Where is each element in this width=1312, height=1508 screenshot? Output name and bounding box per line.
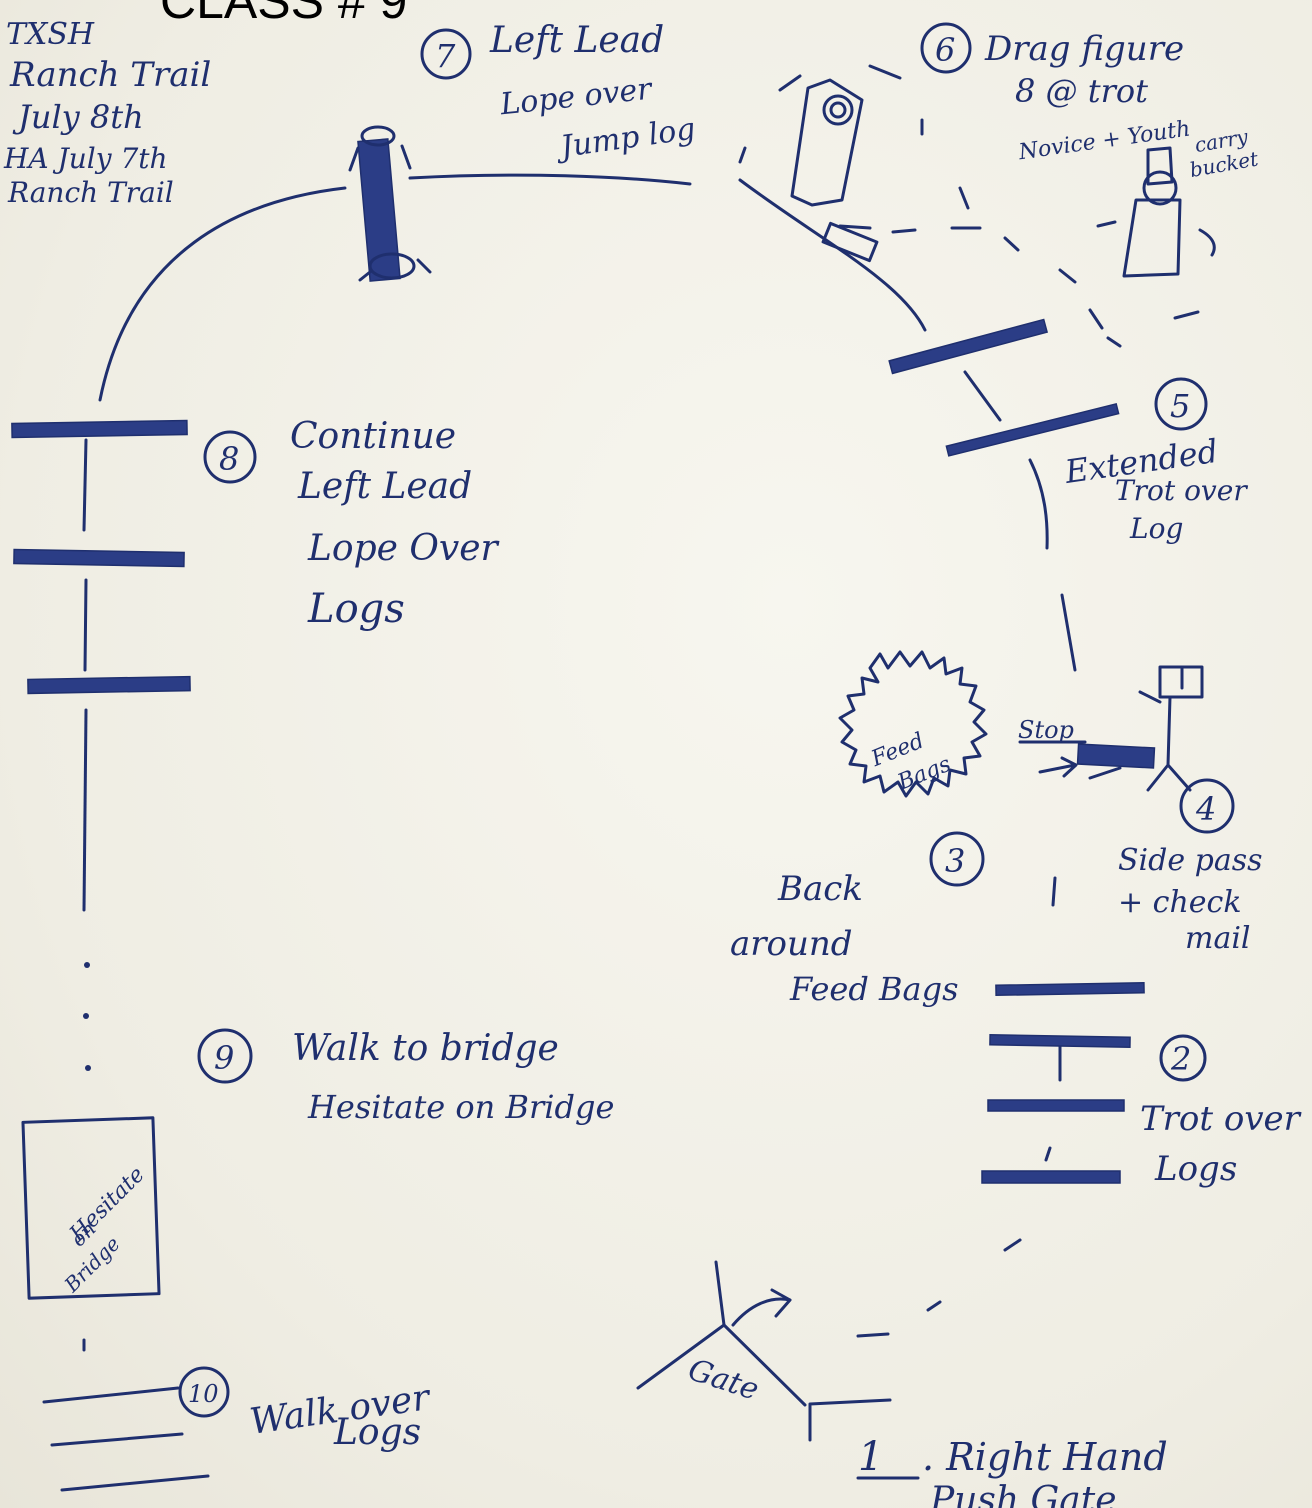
obstacle-6-drag: 6 Drag figure 8 @ trot Novice + Youth ca… bbox=[740, 24, 1261, 346]
obstacle-4-line2: + check bbox=[1118, 885, 1242, 920]
obstacle-2-trot-logs: 2 Trot over Logs bbox=[982, 983, 1302, 1189]
log-2a bbox=[996, 983, 1144, 996]
obstacle-7-jump-log: 7 Left Lead Lope over Jump log bbox=[350, 20, 698, 281]
obstacle-4-number: 4 bbox=[1195, 790, 1216, 828]
gate-post bbox=[716, 1262, 724, 1325]
stop-label: Stop bbox=[1018, 716, 1074, 744]
obstacle-6-line3: Novice + Youth bbox=[1016, 116, 1192, 165]
obstacle-9-number: 9 bbox=[214, 1039, 234, 1077]
path-seg-8c bbox=[84, 710, 86, 910]
bucket-stand bbox=[1124, 200, 1180, 276]
path-dot-3 bbox=[85, 1065, 91, 1071]
show-info-line5: Ranch Trail bbox=[7, 176, 174, 209]
obstacle-8-line4: Logs bbox=[307, 586, 405, 632]
path-arc-left bbox=[100, 188, 345, 400]
obstacle-1-gate: Gate 1 . Right Hand Push Gate bbox=[638, 1262, 1168, 1508]
gate-arrowhead bbox=[772, 1290, 790, 1316]
path-seg-4 bbox=[1062, 595, 1075, 670]
jump-log bbox=[358, 139, 400, 281]
obstacle-6-line1: Drag figure bbox=[984, 29, 1184, 69]
log-2b bbox=[990, 1035, 1130, 1047]
obstacle-8-line1: Continue bbox=[290, 416, 456, 457]
obstacle-1-number: 1 bbox=[858, 1434, 883, 1480]
obstacle-7-line1: Left Lead bbox=[489, 20, 664, 61]
obstacle-4-sidepass-mail: 4 Side pass + check mail bbox=[1078, 667, 1263, 956]
obstacle-3-line3: Feed Bags bbox=[789, 970, 958, 1008]
path-dot-2 bbox=[83, 1013, 89, 1019]
show-info-line2: Ranch Trail bbox=[9, 55, 211, 95]
obstacle-7-line2: Lope over bbox=[498, 72, 655, 123]
obstacle-8-line2: Left Lead bbox=[297, 466, 472, 507]
page-title: CLASS # 9 bbox=[160, 0, 407, 29]
obstacle-10-walk-logs: 10 Walk over Logs bbox=[44, 1368, 434, 1490]
obstacle-1-line2: Push Gate bbox=[929, 1480, 1117, 1508]
path-seg-3 bbox=[1053, 878, 1055, 905]
obstacle-3-feed-bags: Feed Bags Stop 3 Back around Feed Bags bbox=[730, 652, 1120, 1008]
path-dash-3 bbox=[858, 1334, 888, 1336]
obstacle-5-number: 5 bbox=[1170, 387, 1190, 425]
obstacle-5-line2: Trot over bbox=[1115, 474, 1248, 507]
obstacle-2-line2: Logs bbox=[1154, 1149, 1237, 1189]
obstacle-3-line1: Back bbox=[777, 869, 863, 909]
show-info-line4: HA July 7th bbox=[3, 142, 168, 175]
obstacle-8-number: 8 bbox=[219, 440, 239, 478]
back-arrow-2 bbox=[1090, 768, 1120, 778]
obstacle-7-number: 7 bbox=[435, 37, 456, 75]
obstacle-10-number: 10 bbox=[188, 1380, 219, 1408]
obstacle-10-line2: Logs bbox=[333, 1412, 421, 1453]
path-dash-2 bbox=[928, 1302, 940, 1310]
drag-object bbox=[792, 80, 862, 205]
drag-object-coil-inner bbox=[831, 103, 845, 117]
obstacle-6-line2: 8 @ trot bbox=[1015, 72, 1148, 110]
obstacle-1-line1: . Right Hand bbox=[922, 1435, 1168, 1479]
obstacle-4-line3: mail bbox=[1185, 921, 1251, 956]
log-2c bbox=[988, 1100, 1124, 1111]
sidepass-log bbox=[1078, 744, 1155, 768]
obstacle-9-line1: Walk to bridge bbox=[292, 1028, 559, 1069]
obstacle-5-line3: Log bbox=[1129, 512, 1183, 545]
bucket-top bbox=[1148, 148, 1172, 184]
path-seg-8a bbox=[84, 440, 86, 530]
obstacle-3-number: 3 bbox=[945, 842, 965, 880]
obstacle-5-extended-trot: 5 Extended Trot over Log bbox=[889, 319, 1248, 545]
show-info-line1: TXSH bbox=[6, 17, 95, 52]
log-8c bbox=[28, 677, 190, 694]
path-arc-top bbox=[410, 175, 690, 184]
log-10b bbox=[52, 1434, 182, 1445]
obstacle-6-number: 6 bbox=[935, 31, 955, 69]
log-10c bbox=[62, 1476, 208, 1490]
path-seg-5a bbox=[965, 372, 1000, 420]
log-10a bbox=[44, 1388, 178, 1402]
back-arrow-1 bbox=[1040, 758, 1076, 776]
gate-label: Gate bbox=[684, 1352, 763, 1407]
path-seg-5b bbox=[1030, 460, 1047, 548]
log-5a bbox=[889, 319, 1047, 373]
path-seg-8b bbox=[85, 580, 86, 670]
obstacle-2-line1: Trot over bbox=[1140, 1099, 1302, 1139]
path-dot-1 bbox=[84, 962, 90, 968]
obstacle-3-line2: around bbox=[730, 924, 853, 964]
obstacle-8-line3: Lope Over bbox=[307, 528, 500, 569]
show-info: TXSH Ranch Trail July 8th HA July 7th Ra… bbox=[3, 17, 211, 209]
path-dash-1 bbox=[1005, 1240, 1020, 1250]
log-8a bbox=[12, 420, 187, 437]
obstacle-7-line3: Jump log bbox=[553, 111, 698, 165]
show-info-line3: July 8th bbox=[12, 98, 144, 136]
obstacle-9-line2: Hesitate on Bridge bbox=[307, 1088, 614, 1126]
log-2d bbox=[982, 1171, 1120, 1183]
log-8b bbox=[14, 550, 184, 567]
obstacle-9-bridge: Hesitate on Bridge 9 Walk to bridge Hesi… bbox=[23, 1028, 614, 1298]
obstacle-4-line1: Side pass bbox=[1118, 843, 1263, 878]
drag-object-coil bbox=[824, 96, 852, 124]
obstacle-2-number: 2 bbox=[1170, 1040, 1191, 1078]
path-seg-2b bbox=[1046, 1148, 1050, 1160]
mailbox-post bbox=[1140, 667, 1190, 790]
